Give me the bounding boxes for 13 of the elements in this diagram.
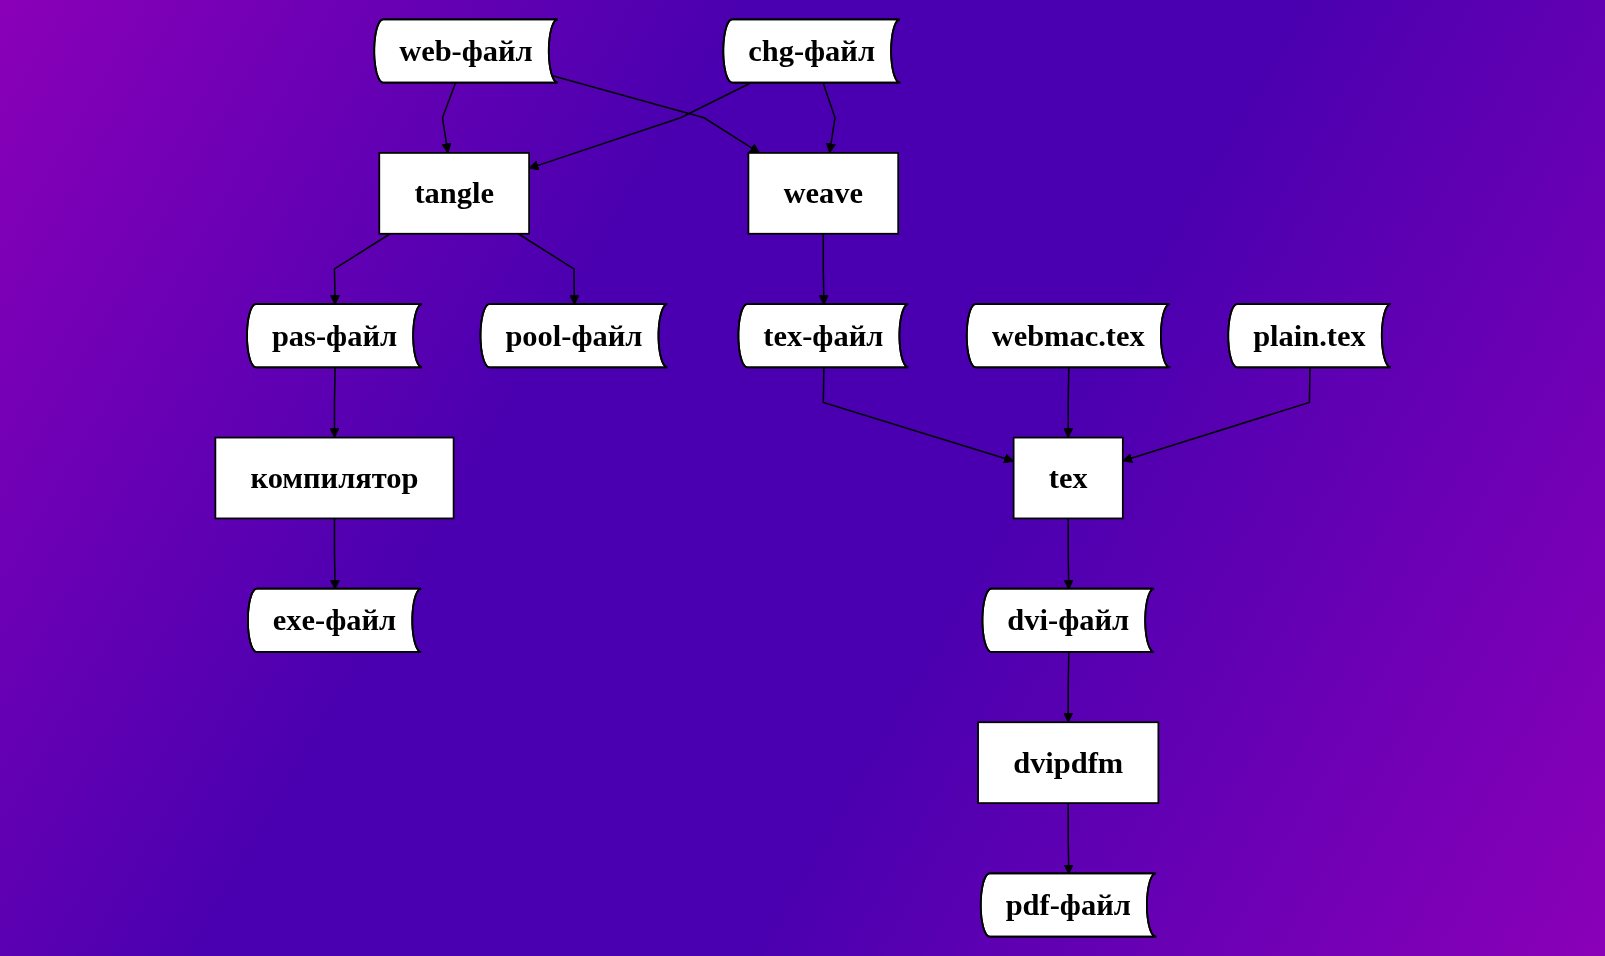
node-box: dvipdfm xyxy=(976,721,1159,804)
arrow xyxy=(1062,651,1073,723)
arrow xyxy=(822,367,1014,464)
arrow xyxy=(440,82,456,154)
node-box: tangle xyxy=(377,152,530,235)
arrow xyxy=(1062,367,1073,439)
node-box: tex xyxy=(1012,436,1124,520)
node-box: компилятор xyxy=(214,436,454,520)
arrow xyxy=(328,367,340,439)
node-box: weave xyxy=(747,152,899,235)
arrow xyxy=(528,82,751,171)
arrow xyxy=(551,74,760,154)
arrow xyxy=(822,82,836,154)
